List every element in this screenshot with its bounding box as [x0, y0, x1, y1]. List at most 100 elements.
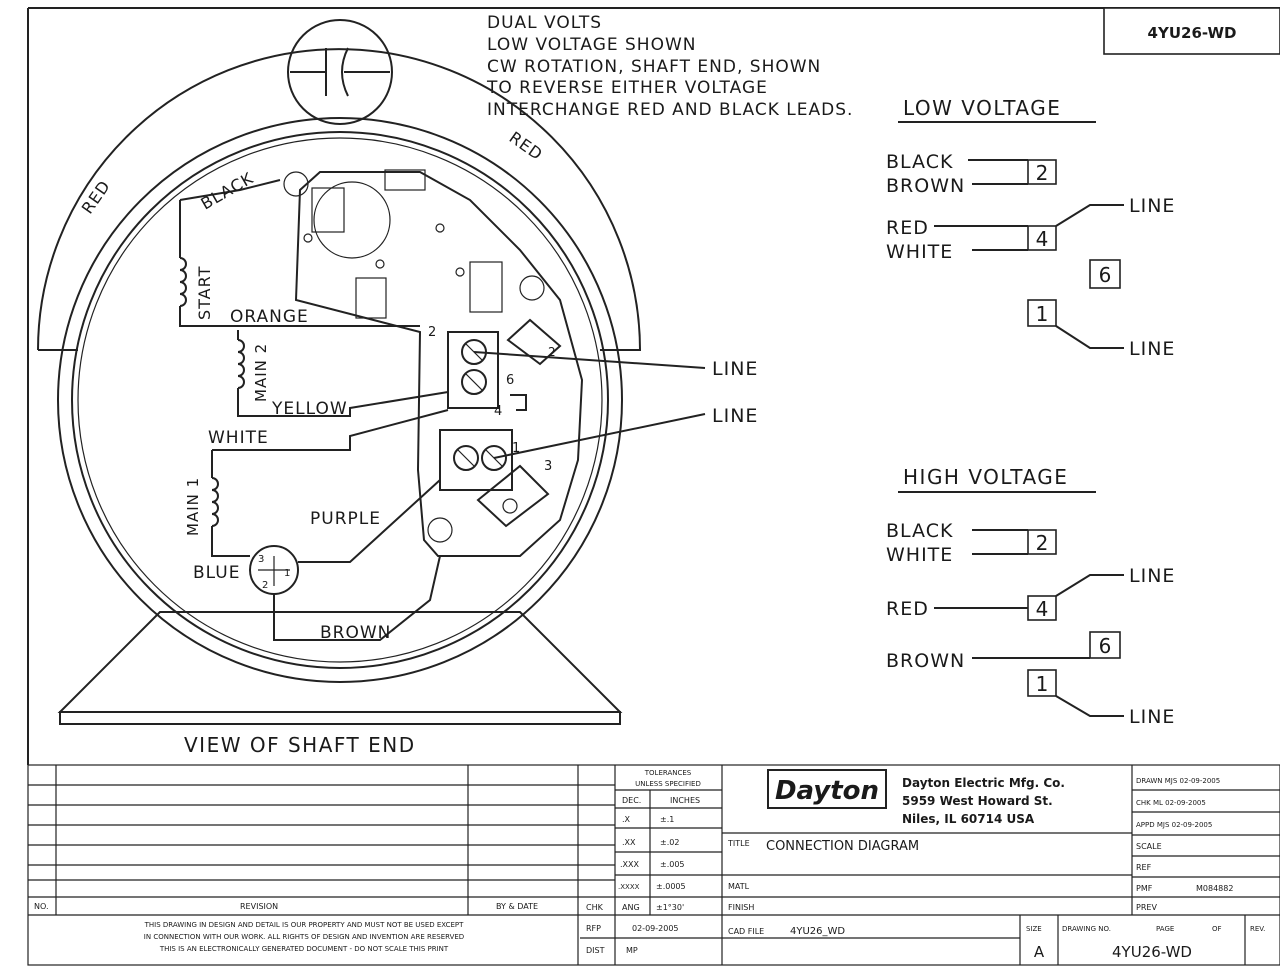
tb-xxx: .XXX: [620, 860, 640, 869]
switch-terminal-1: 1: [284, 568, 290, 579]
line-1-leader: [473, 351, 706, 369]
purple-lead: [298, 479, 441, 563]
tb-rev: REV.: [1250, 925, 1265, 933]
board-tab: [384, 169, 426, 191]
capacitor: [287, 19, 393, 125]
tb-dec: DEC.: [622, 796, 641, 805]
tb-drawn: DRAWN MJS 02-09-2005: [1136, 777, 1220, 785]
tb-matl: MATL: [728, 882, 750, 891]
tb-xx-val: ±.02: [660, 838, 679, 847]
tb-prev: PREV: [1136, 903, 1157, 912]
tb-drawing-no: DRAWING NO.: [1062, 925, 1111, 933]
lv-line-b: LINE: [1129, 338, 1175, 360]
drawing-id-box: 4YU26-WD: [1103, 7, 1280, 55]
tb-xxxx: .XXXX: [618, 883, 640, 891]
tb-cad-val: 4YU26_WD: [790, 926, 845, 937]
tb-xxx-val: ±.005: [660, 860, 685, 869]
tb-xx: .XX: [622, 838, 636, 847]
terminal-6-label: 6: [506, 373, 515, 388]
tb-ang: ANG: [622, 903, 640, 912]
yellow-lead-label: YELLOW: [271, 399, 348, 419]
hv-line-b: LINE: [1129, 706, 1175, 728]
main-2-label: MAIN 2: [252, 343, 270, 402]
note-line-2: LOW VOLTAGE SHOWN: [487, 35, 697, 55]
lv-term-4: 4: [1036, 227, 1049, 251]
lv-red-label: RED: [886, 217, 929, 239]
purple-lead-label: PURPLE: [310, 509, 381, 529]
terminal-2-label: 2: [428, 325, 437, 340]
brown-lead: [273, 555, 441, 641]
terminal-block-lower: 1 3 2: [439, 318, 562, 528]
line-1-label: LINE: [712, 358, 758, 380]
tb-finish: FINISH: [728, 903, 754, 912]
brown-lead-label: BROWN: [320, 623, 391, 643]
board-hole-3: [427, 517, 453, 543]
hv-term-2: 2: [1036, 531, 1049, 555]
tb-ang-val: ±1°30': [656, 903, 684, 912]
hv-red-label: RED: [886, 598, 929, 620]
hv-line-a: LINE: [1129, 565, 1175, 587]
tb-cad-file: CAD FILE: [728, 927, 764, 936]
switch-terminal-3: 3: [258, 554, 264, 565]
tb-pmf: PMF: [1136, 884, 1153, 893]
tb-disclaimer-1: THIS DRAWING IN DESIGN AND DETAIL IS OUR…: [144, 921, 465, 929]
tb-tolerances: TOLERANCES: [644, 769, 692, 777]
lv-term-6: 6: [1099, 263, 1112, 287]
tb-inches: INCHES: [670, 796, 700, 805]
terminal-1-label: 1: [512, 441, 521, 456]
notes: DUAL VOLTS LOW VOLTAGE SHOWN CW ROTATION…: [486, 13, 853, 120]
note-line-5: INTERCHANGE RED AND BLACK LEADS.: [487, 100, 853, 120]
hv-brown-label: BROWN: [886, 650, 965, 672]
tb-title-val: CONNECTION DIAGRAM: [766, 839, 919, 854]
motor-frame-outer: [57, 117, 623, 683]
terminal-4-label: 4: [494, 404, 503, 419]
dayton-logo-box: [767, 769, 887, 809]
tb-disclaimer-2: IN CONNECTION WITH OUR WORK. ALL RIGHTS …: [144, 933, 464, 941]
drawing-id-top: 4YU26-WD: [1148, 24, 1237, 42]
tb-by-date: BY & DATE: [496, 902, 538, 911]
note-line-4: TO REVERSE EITHER VOLTAGE: [486, 78, 768, 98]
line-2-label: LINE: [712, 405, 758, 427]
company-city: Niles, IL 60714 USA: [902, 812, 1035, 826]
terminal-block-upper: 2 6 4: [428, 325, 527, 419]
tb-rfp-val: 02-09-2005: [632, 924, 679, 933]
tb-appd: APPD MJS 02-09-2005: [1136, 821, 1212, 829]
tb-title-lbl: TITLE: [727, 839, 750, 848]
view-caption: VIEW OF SHAFT END: [184, 733, 416, 757]
tb-x: .X: [622, 815, 631, 824]
start-winding: START: [179, 179, 420, 327]
tb-ref: REF: [1136, 863, 1152, 872]
high-voltage-diagram: HIGH VOLTAGE BLACK WHITE 2 RED 4 LINE BR…: [886, 465, 1175, 728]
tb-xxxx-val: ±.0005: [656, 882, 686, 891]
tb-chk-lbl: CHK: [586, 903, 604, 912]
company-street: 5959 West Howard St.: [902, 794, 1053, 808]
hv-white-label: WHITE: [886, 544, 953, 566]
tb-pmf-val: M084882: [1196, 884, 1233, 893]
tb-no: NO.: [34, 902, 49, 911]
red-lead-right-label: RED: [506, 128, 547, 165]
lv-black-label: BLACK: [886, 151, 953, 173]
red-lead-left-label: RED: [78, 176, 115, 217]
blue-lead-label: BLUE: [193, 563, 240, 583]
high-voltage-title: HIGH VOLTAGE: [903, 465, 1068, 489]
tb-scale: SCALE: [1136, 842, 1162, 851]
tb-revision: REVISION: [240, 902, 278, 911]
tb-size-val: A: [1034, 943, 1045, 961]
note-line-1: DUAL VOLTS: [487, 13, 602, 33]
tb-disclaimer-3: THIS IS AN ELECTRONICALLY GENERATED DOCU…: [159, 945, 449, 953]
main-2-winding: MAIN 2: [237, 330, 449, 417]
board-slot-3: [469, 261, 503, 313]
motor-base-plate: [59, 711, 621, 725]
lv-term-1: 1: [1036, 302, 1049, 326]
tb-rfp: RFP: [586, 924, 601, 933]
tb-chk: CHK ML 02-09-2005: [1136, 799, 1206, 807]
board-slot-2: [355, 277, 387, 319]
motor-outer-rim: [37, 48, 642, 351]
note-line-3: CW ROTATION, SHAFT END, SHOWN: [487, 57, 821, 77]
orange-lead-label: ORANGE: [230, 307, 309, 327]
company-name: Dayton Electric Mfg. Co.: [902, 776, 1065, 790]
main-1-label: MAIN 1: [184, 477, 202, 536]
tb-drawing-no-val: 4YU26-WD: [1112, 943, 1192, 961]
start-label: START: [195, 266, 214, 320]
